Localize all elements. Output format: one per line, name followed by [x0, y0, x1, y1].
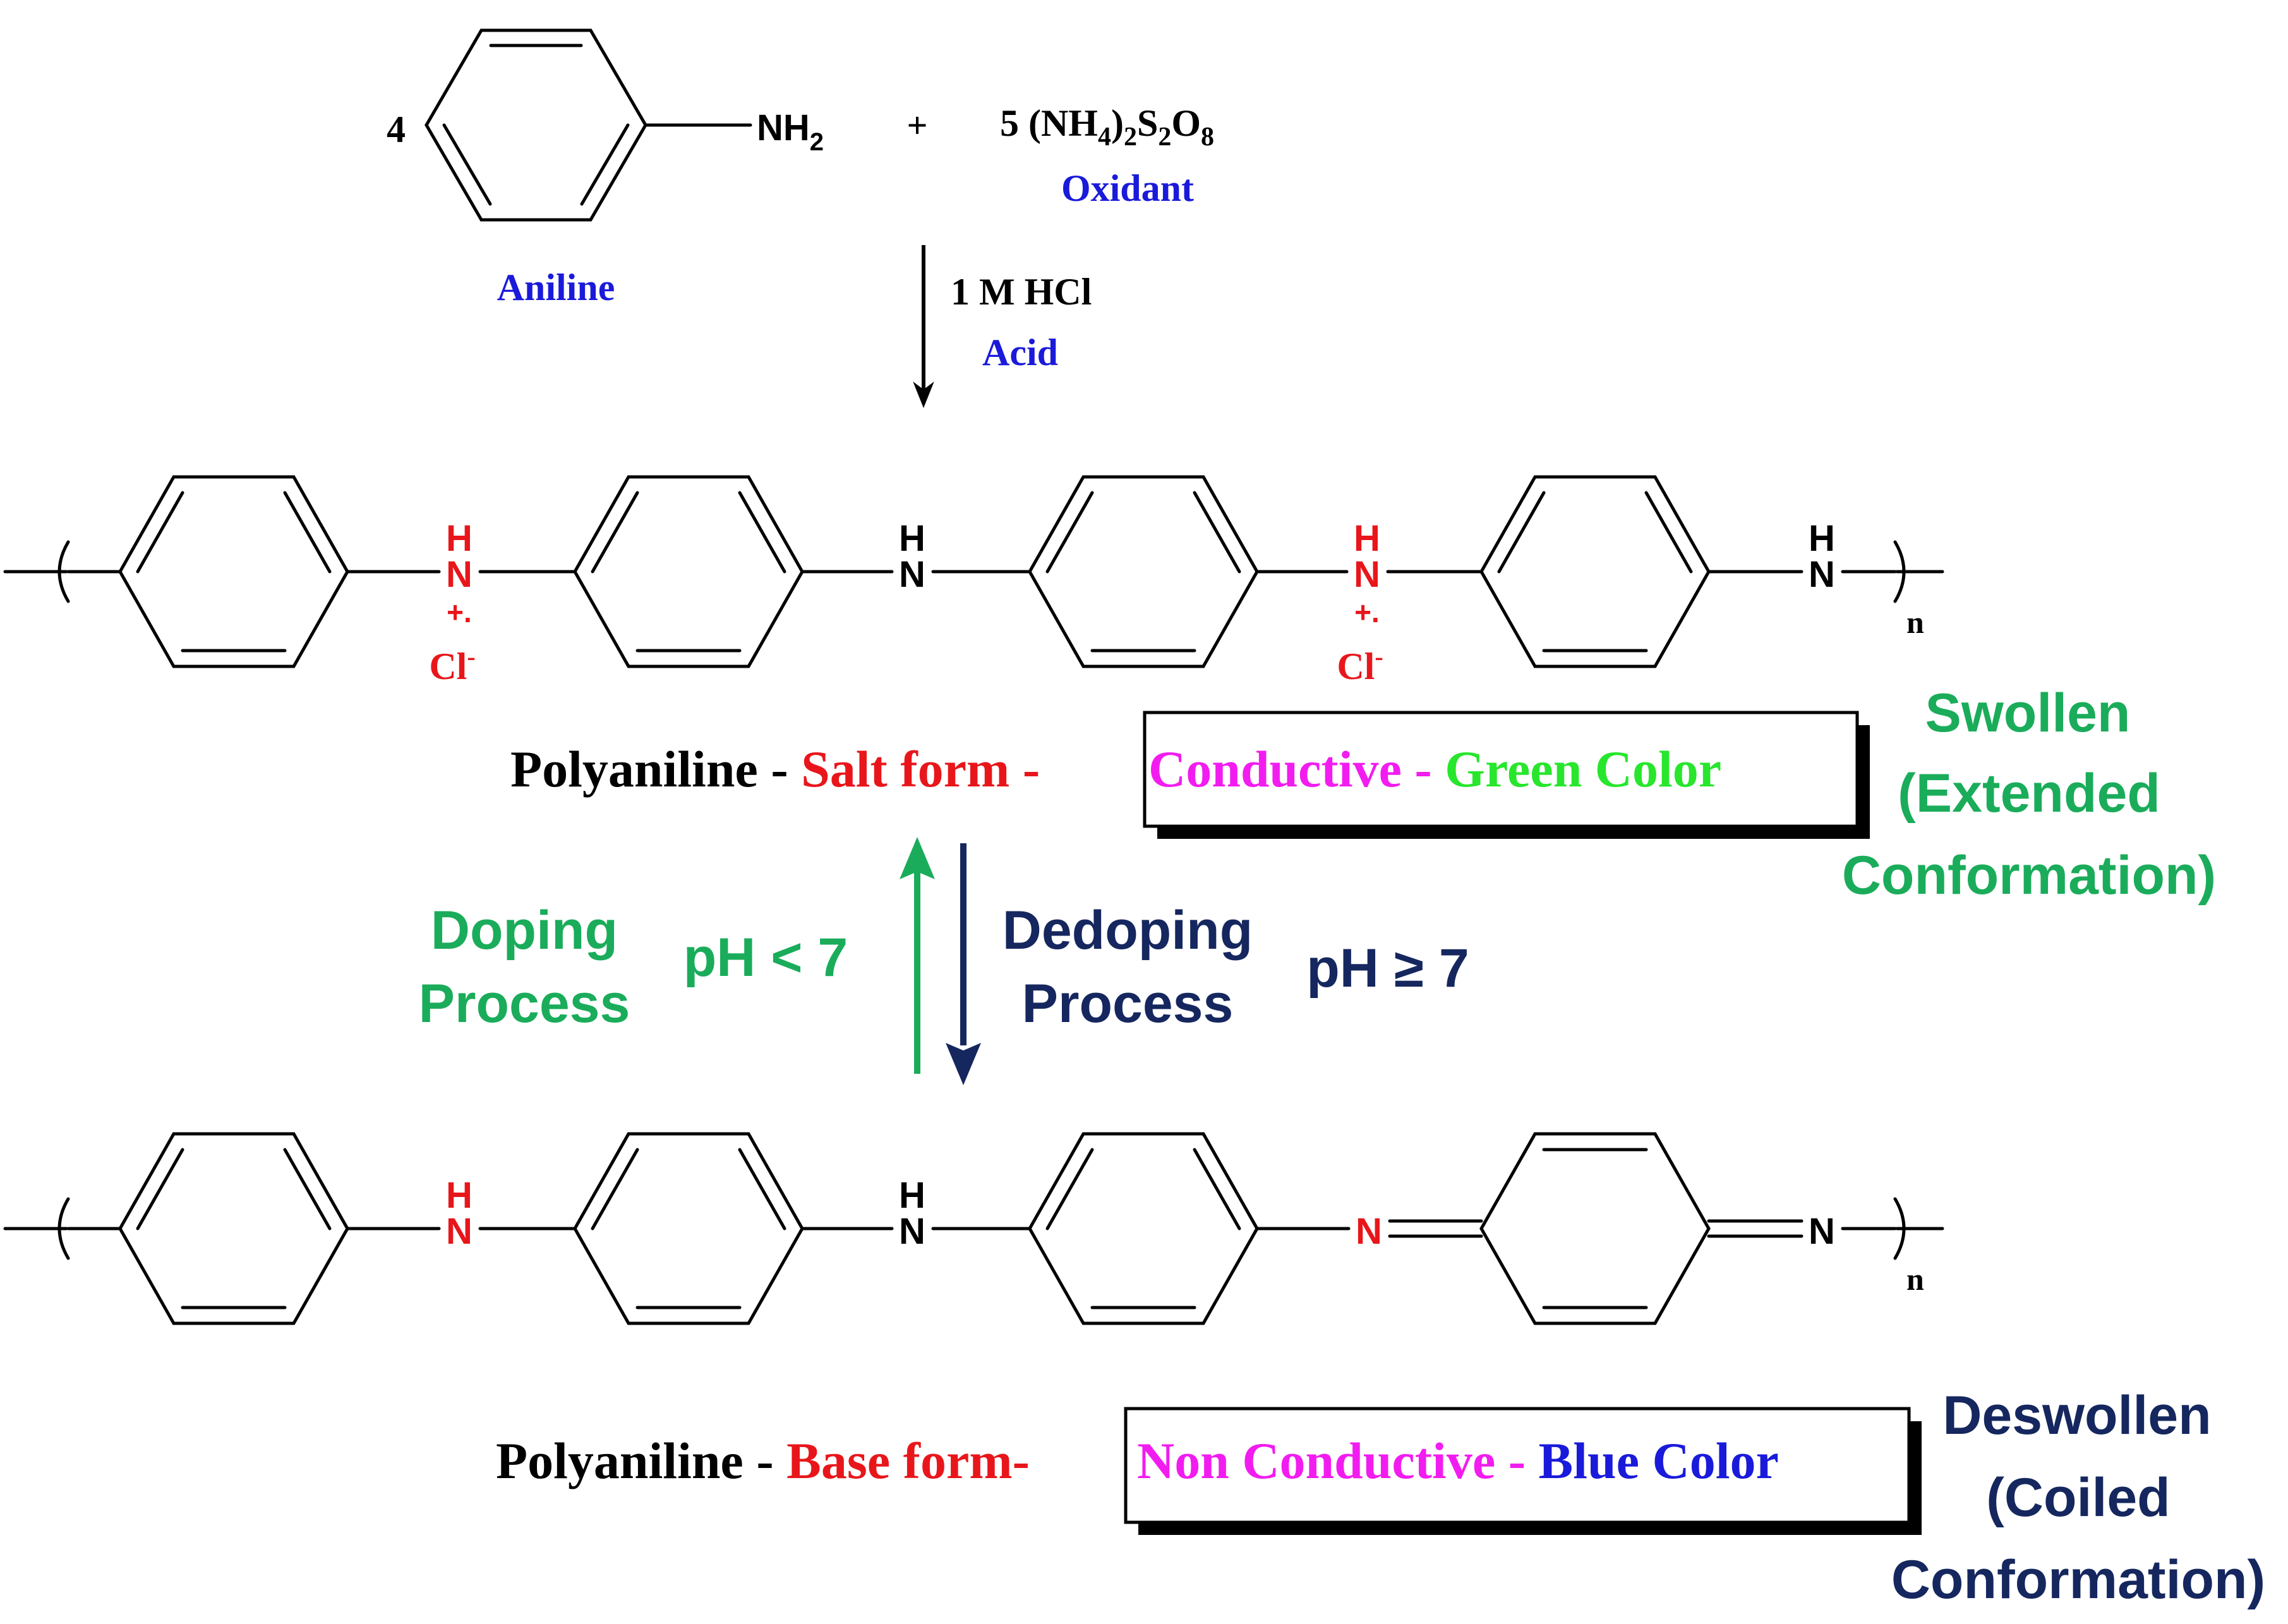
salt-ring-4 — [1479, 475, 1711, 668]
base-form-line: Polyaniline - Base form- Non Conductive … — [496, 1432, 1779, 1489]
salt-h-3: H — [1354, 518, 1380, 559]
amine-group-text: NH — [757, 107, 810, 148]
salt-cl-1-charge: - — [467, 642, 475, 671]
salt-color: Green Color — [1445, 740, 1721, 798]
deswollen-line-1: Deswollen — [1942, 1385, 2211, 1446]
base-quinoid-ring — [1479, 1132, 1711, 1325]
salt-charge-1: +. — [447, 596, 472, 629]
base-box — [1124, 1407, 1911, 1524]
salt-prefix: Polyaniline - — [510, 740, 801, 798]
deswollen-line-3: Conformation) — [1891, 1549, 2265, 1610]
amine-subscript: 2 — [810, 128, 824, 156]
base-ring-1 — [118, 1132, 349, 1325]
swollen-line-2: (Extended — [1898, 763, 2160, 824]
oxidant-formula-1: 5 (NH — [1000, 102, 1098, 144]
oxidant-formula-2: ) — [1111, 102, 1124, 144]
salt-h-2: H — [899, 518, 925, 559]
base-color: Blue Color — [1539, 1432, 1779, 1489]
condition-label: Acid — [982, 332, 1058, 373]
salt-n-3: N — [1354, 554, 1380, 595]
base-imine-2: N — [1809, 1211, 1835, 1252]
oxidant-formula-4: O — [1171, 102, 1201, 144]
salt-h-1: H — [446, 518, 473, 559]
aniline-coefficient: 4 — [387, 109, 406, 150]
salt-form-type: Salt form - — [801, 740, 1053, 798]
amine-group: NH2 — [757, 107, 824, 156]
deswollen-line-2: (Coiled — [1986, 1467, 2170, 1528]
salt-cl-1: Cl- — [429, 642, 475, 687]
salt-cl-2-charge: - — [1375, 642, 1383, 671]
salt-ring-3 — [1028, 475, 1259, 668]
salt-cl-1-text: Cl — [429, 646, 467, 687]
salt-n-4: N — [1809, 554, 1835, 595]
plus-sign: + — [906, 105, 927, 146]
dedoping-arrow-head — [946, 1043, 981, 1085]
dedoping-label-1: Dedoping — [1003, 900, 1253, 961]
swollen-line-3: Conformation) — [1842, 845, 2216, 906]
dedoping-label-2: Process — [1022, 973, 1234, 1034]
base-n-1: N — [446, 1211, 473, 1252]
salt-repeat-n: n — [1906, 604, 1924, 640]
doping-label-2: Process — [419, 973, 630, 1034]
oxidant-sub-2: 2 — [1124, 123, 1137, 152]
base-ring-2 — [573, 1132, 804, 1325]
salt-property: Conductive - — [1148, 740, 1445, 798]
doping-arrow-head — [900, 837, 935, 879]
base-property: Non Conductive - — [1137, 1432, 1539, 1489]
reaction-section: 4 NH2 + 5 (NH4)2S2O8 Oxidant Aniline 1 M… — [387, 28, 1214, 408]
oxidant-formula-3: S — [1137, 102, 1158, 144]
doping-label-1: Doping — [431, 900, 618, 961]
oxidant-formula: 5 (NH4)2S2O8 — [1000, 102, 1214, 152]
base-form-type: Base form- — [786, 1432, 1030, 1489]
salt-form-label: Polyaniline - Salt form - Conductive - G… — [510, 683, 2216, 906]
base-h-2: H — [899, 1175, 925, 1216]
base-repeat-n: n — [1906, 1261, 1924, 1297]
salt-ring-1 — [118, 475, 349, 668]
oxidant-sub-3: 2 — [1158, 123, 1171, 152]
base-imine-1: N — [1356, 1211, 1382, 1252]
aniline-ring — [424, 28, 752, 222]
oxidant-label: Oxidant — [1061, 167, 1194, 209]
salt-charge-2: +. — [1354, 596, 1380, 629]
equilibrium: Doping Process pH < 7 Dedoping Process p… — [419, 837, 1469, 1085]
base-n-2: N — [899, 1211, 925, 1252]
salt-box — [1143, 711, 1859, 828]
salt-cl-2: Cl- — [1337, 642, 1383, 687]
salt-n-2: N — [899, 554, 925, 595]
oxidant-sub-4: 8 — [1201, 123, 1214, 152]
base-ring-3 — [1028, 1132, 1259, 1325]
doping-ph: pH < 7 — [683, 927, 848, 988]
salt-ring-2 — [573, 475, 804, 668]
salt-n-1: N — [446, 554, 473, 595]
base-h-1: H — [446, 1175, 473, 1216]
aniline-label: Aniline — [497, 267, 615, 308]
base-prefix: Polyaniline - — [496, 1432, 786, 1489]
base-chain: H N H N N N n — [3, 1132, 1944, 1325]
salt-h-4: H — [1809, 518, 1835, 559]
oxidant-sub-1: 4 — [1098, 123, 1111, 152]
salt-cl-2-text: Cl — [1337, 646, 1375, 687]
swollen-line-1: Swollen — [1925, 683, 2131, 743]
reaction-condition: 1 M HCl — [951, 271, 1092, 313]
base-form-label: Polyaniline - Base form- Non Conductive … — [496, 1385, 2265, 1610]
salt-chain: H N +. Cl- H N H N +. Cl- H N n — [3, 475, 1944, 687]
salt-form-line: Polyaniline - Salt form - Conductive - G… — [510, 740, 1721, 798]
dedoping-ph: pH ≥ 7 — [1306, 938, 1469, 999]
